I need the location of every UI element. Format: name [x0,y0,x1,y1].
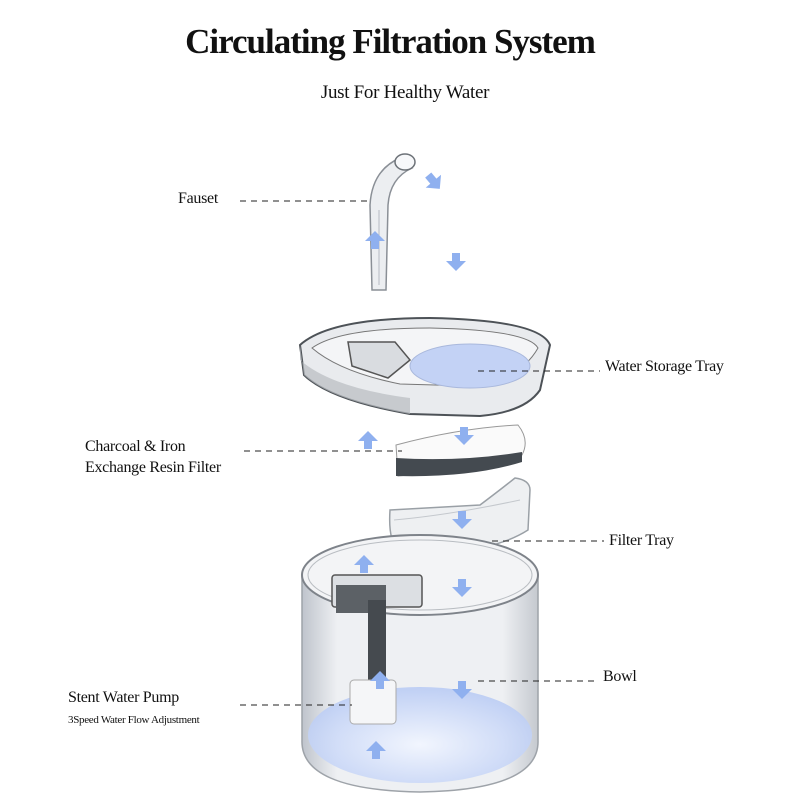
flow-arrow-icon [420,168,448,196]
page-title: Circulating Filtration System [185,22,596,61]
label-filter-line1: Charcoal & Iron [85,438,186,455]
water-storage-tray-part [298,316,552,418]
page-subtitle: Just For Healthy Water [320,82,490,103]
filter-part [395,424,526,477]
flow-arrow-icon [358,431,378,449]
faucet-part [369,153,416,291]
label-filter-line2: Exchange Resin Filter [85,459,221,476]
label-water-storage-tray: Water Storage Tray [605,358,724,375]
flow-arrow-icon [446,253,466,271]
leader-lines [240,200,604,706]
label-pump-note: 3Speed Water Flow Adjustment [68,714,200,726]
label-filter-tray: Filter Tray [609,532,674,549]
label-pump: Stent Water Pump [68,689,179,706]
label-bowl: Bowl [603,668,637,685]
bowl-part [301,534,539,793]
label-faucet: Fauset [178,190,218,207]
